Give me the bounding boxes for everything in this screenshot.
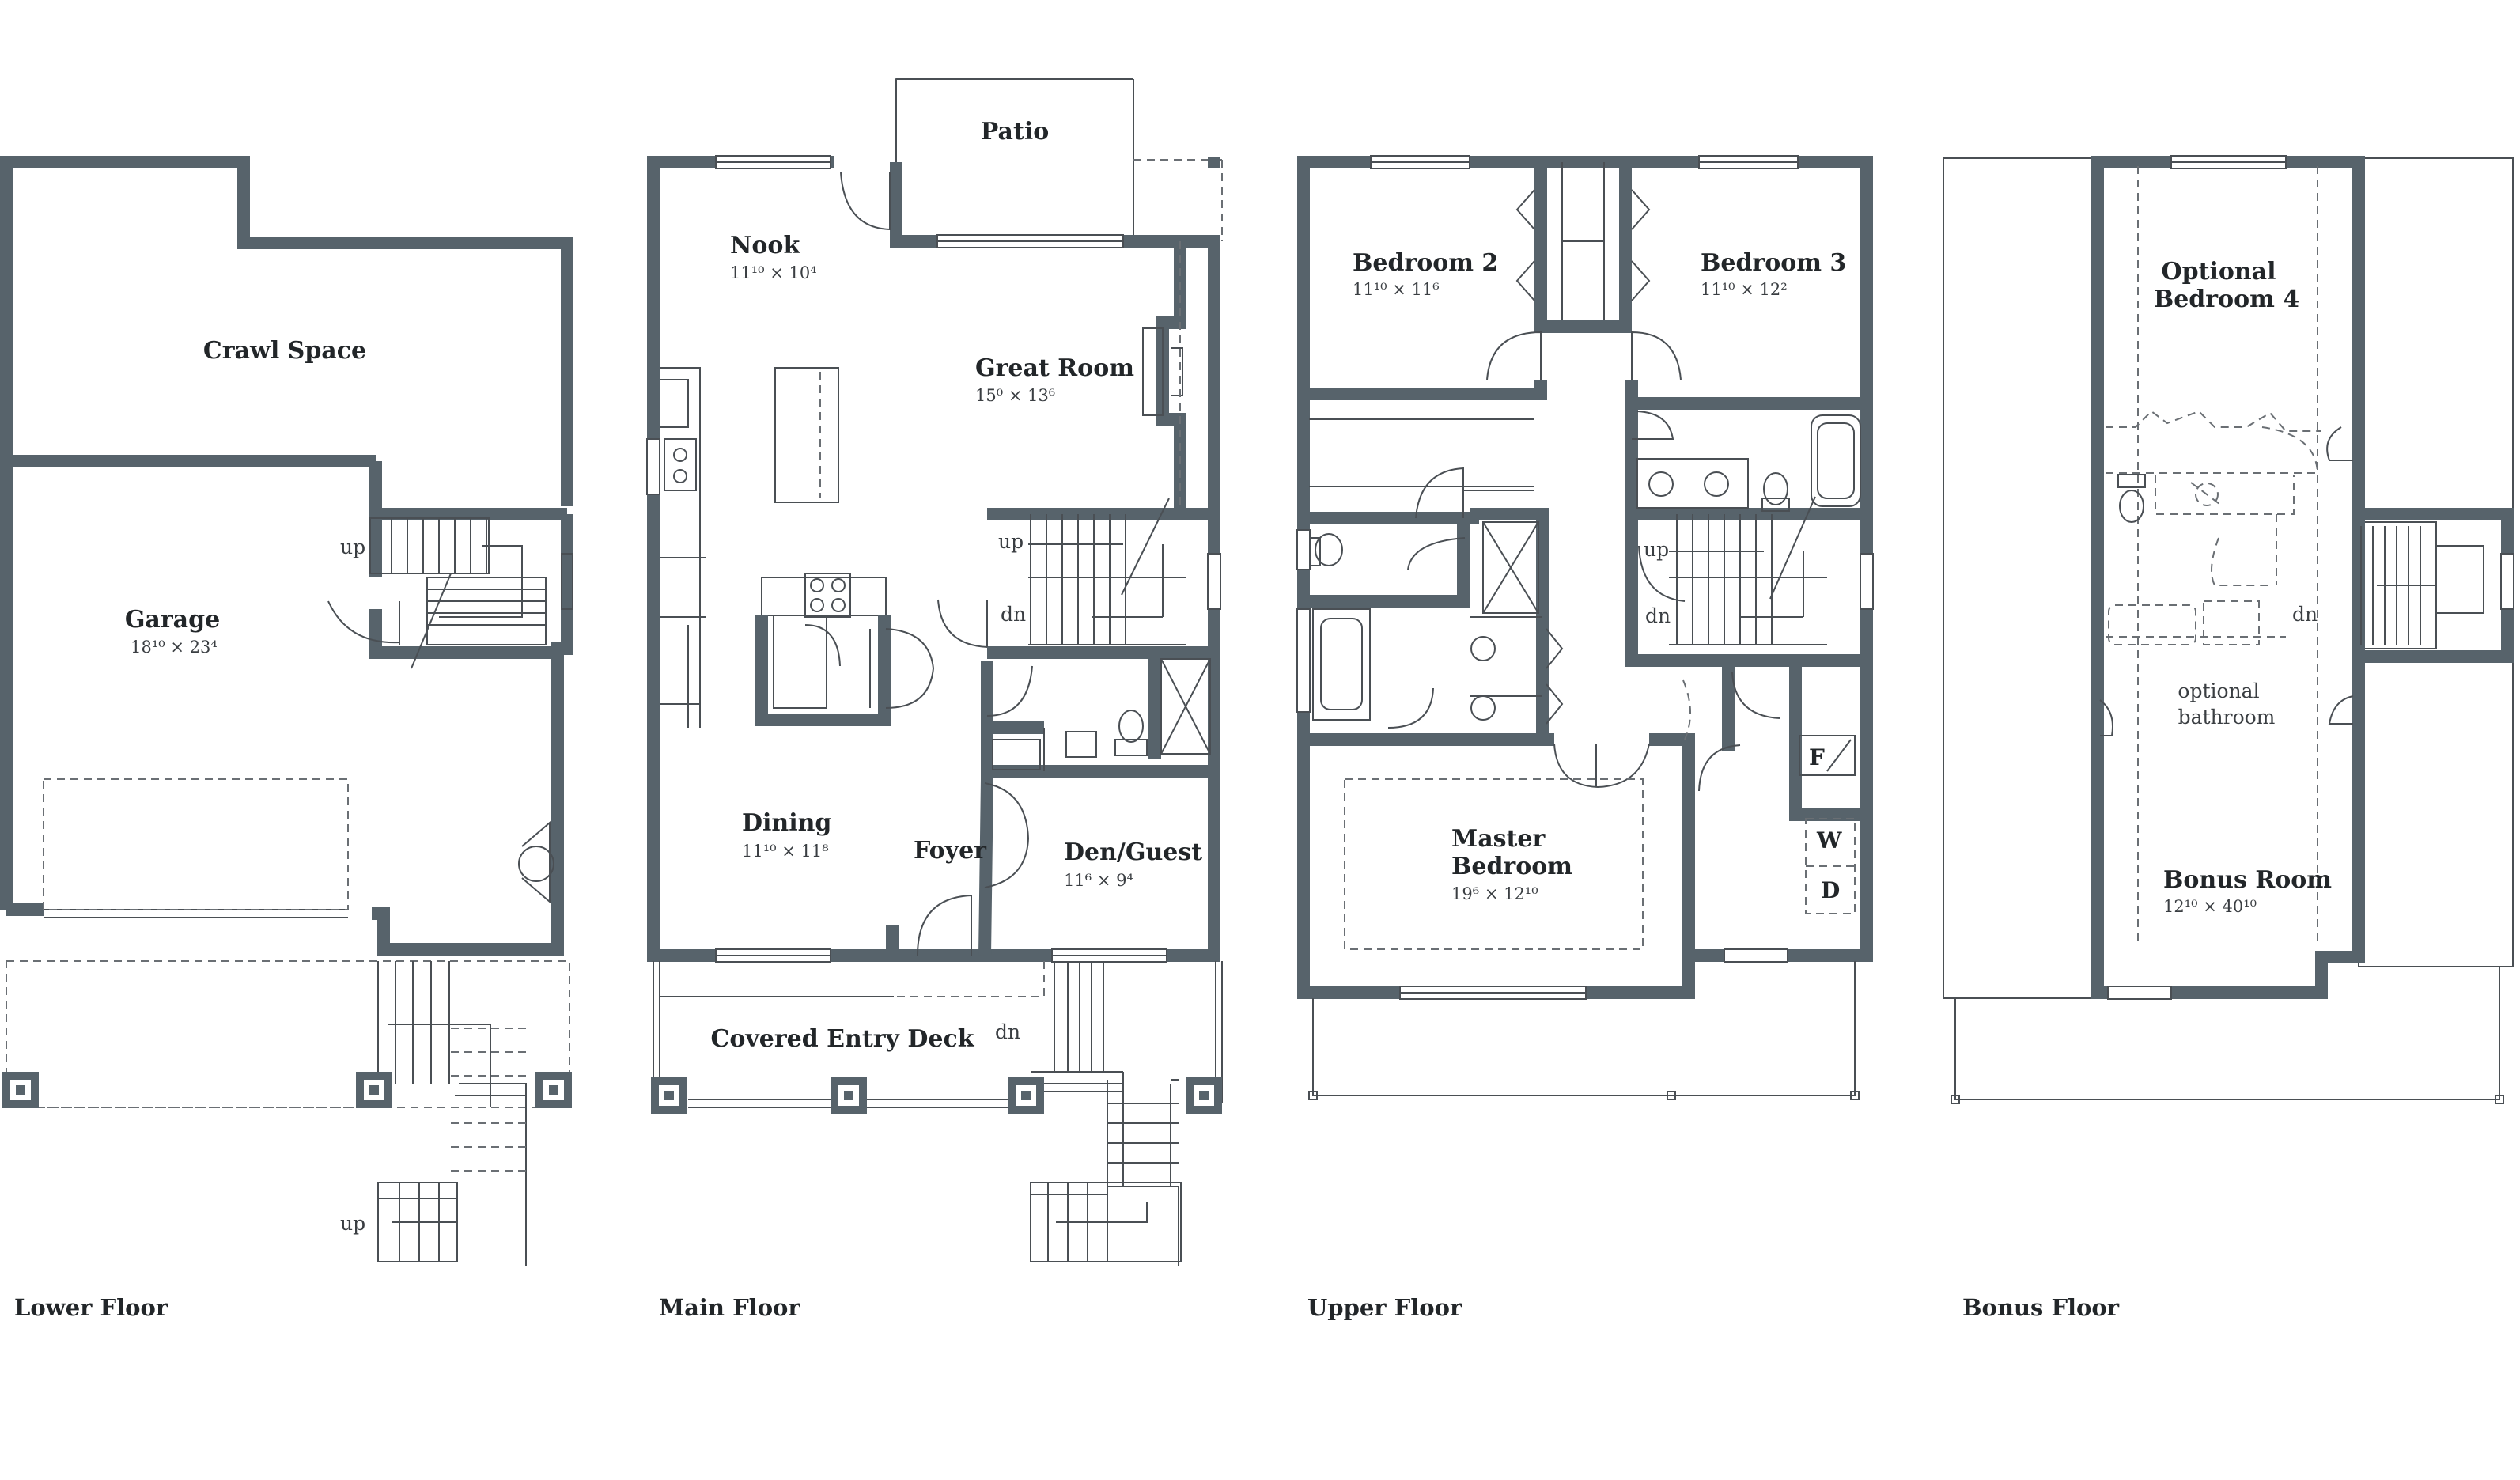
lower-stair-up-label: up bbox=[340, 536, 365, 558]
bonus-room-label: Bonus Room bbox=[2163, 866, 2332, 894]
furnace-label: F bbox=[1809, 744, 1825, 770]
upper-stair-dn-label: dn bbox=[1645, 604, 1671, 627]
lower-exterior-stair-up-label: up bbox=[340, 1212, 365, 1235]
main-deck-stairs bbox=[1030, 961, 1182, 1266]
den-guest-label: Den/Guest bbox=[1064, 838, 1202, 866]
nook-dimensions: 11¹⁰ × 10⁴ bbox=[730, 263, 817, 282]
main-columns bbox=[651, 1077, 1222, 1114]
upper-stairs bbox=[1625, 496, 1867, 667]
washer-label: W bbox=[1816, 827, 1842, 854]
dining-dimensions: 11¹⁰ × 11⁸ bbox=[742, 842, 829, 861]
garage-label: Garage bbox=[125, 606, 220, 634]
bonus-floor-title: Bonus Floor bbox=[1962, 1294, 2120, 1321]
master-bedroom-label-line2: Bedroom bbox=[1451, 853, 1572, 880]
bedroom3-dimensions: 11¹⁰ × 12² bbox=[1701, 280, 1788, 299]
main-stairs bbox=[937, 498, 1214, 659]
lower-stairs bbox=[327, 517, 547, 669]
bonus-stairs bbox=[2359, 508, 2514, 663]
bonus-stair-dn-label: dn bbox=[2292, 603, 2318, 626]
main-stair-up-label: up bbox=[998, 530, 1024, 553]
crawl-space-label: Crawl Space bbox=[203, 337, 366, 365]
covered-entry-deck-label: Covered Entry Deck bbox=[710, 1025, 974, 1053]
den-guest-dimensions: 11⁶ × 9⁴ bbox=[1064, 871, 1133, 890]
bonus-room-dimensions: 12¹⁰ × 40¹⁰ bbox=[2163, 897, 2257, 916]
optional-bath-label-line1: optional bbox=[2178, 679, 2259, 702]
garage-dimensions: 18¹⁰ × 23⁴ bbox=[131, 638, 218, 657]
bedroom2-label: Bedroom 2 bbox=[1353, 249, 1498, 277]
upper-stair-up-label: up bbox=[1644, 538, 1669, 561]
main-stair-dn-label: dn bbox=[1001, 603, 1026, 626]
foyer-label: Foyer bbox=[914, 837, 987, 865]
great-room-dimensions: 15⁰ × 13⁶ bbox=[975, 386, 1055, 405]
lower-columns bbox=[2, 1072, 572, 1108]
main-floor-plan: up dn bbox=[646, 78, 1223, 1321]
optional-bedroom-label-line2: Bedroom 4 bbox=[2154, 286, 2299, 313]
main-windows bbox=[646, 155, 1221, 963]
great-room-label: Great Room bbox=[975, 354, 1134, 382]
optional-bath-label-line2: bathroom bbox=[2178, 706, 2276, 729]
upper-floor-title: Upper Floor bbox=[1307, 1294, 1462, 1321]
lower-exterior-stairs bbox=[377, 961, 527, 1266]
upper-windows bbox=[1296, 155, 1874, 1000]
upper-floor-plan: up dn Bedroom 2 11¹⁰ × 11⁶ Bedroom 3 11¹… bbox=[1296, 155, 1874, 1321]
lower-floor-plan: up up Crawl Space Garage 18¹⁰ × 23⁴ Lowe… bbox=[0, 156, 573, 1321]
bedroom2-dimensions: 11¹⁰ × 11⁶ bbox=[1353, 280, 1440, 299]
dryer-label: D bbox=[1821, 877, 1840, 903]
nook-label: Nook bbox=[730, 232, 800, 259]
master-bedroom-label-line1: Master bbox=[1451, 825, 1546, 853]
main-floor-title: Main Floor bbox=[659, 1294, 800, 1321]
master-bedroom-dimensions: 19⁶ × 12¹⁰ bbox=[1451, 884, 1538, 903]
patio-label: Patio bbox=[981, 118, 1049, 146]
bonus-optional-bath bbox=[2106, 410, 2321, 645]
bonus-floor-plan: dn Optional Bedroom 4 optional bathroom … bbox=[1943, 155, 2514, 1321]
bedroom3-label: Bedroom 3 bbox=[1701, 249, 1846, 277]
optional-bedroom-label-line1: Optional bbox=[2161, 258, 2276, 286]
dining-label: Dining bbox=[742, 809, 831, 837]
lower-floor-title: Lower Floor bbox=[14, 1294, 168, 1321]
deck-stair-dn-label: dn bbox=[995, 1020, 1020, 1043]
